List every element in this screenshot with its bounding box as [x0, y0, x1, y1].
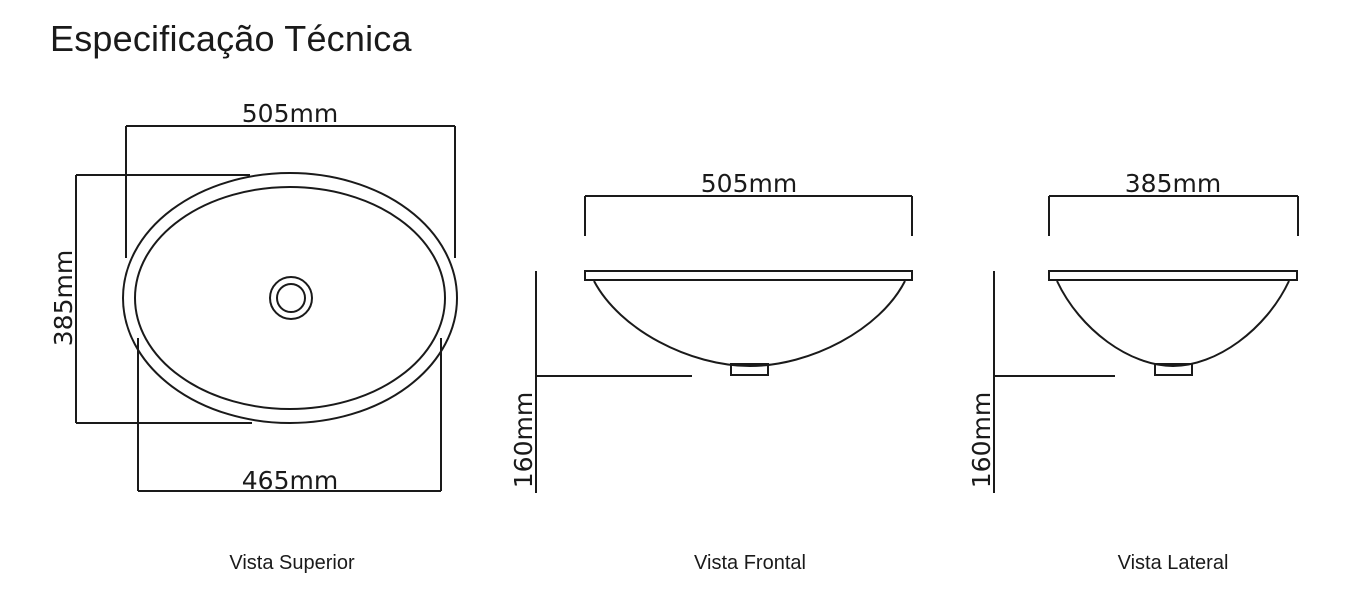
label-side-height: 160mm — [967, 392, 996, 488]
basin-outer-rim — [122, 172, 458, 424]
basin-bowl-front — [593, 280, 906, 368]
basin-inner-rim — [134, 186, 446, 410]
label-front-length: 505mm — [701, 169, 797, 198]
label-top-length: 505mm — [242, 99, 338, 128]
drain-inner — [276, 283, 306, 313]
basin-rim-front — [584, 270, 913, 281]
drain-front — [730, 363, 769, 376]
label-front-height: 160mm — [509, 392, 538, 488]
drain-side — [1154, 363, 1193, 376]
top-view — [75, 125, 458, 492]
basin-rim-side — [1048, 270, 1298, 281]
caption-top-view: Vista Superior — [229, 552, 355, 574]
caption-side-view: Vista Lateral — [1117, 552, 1229, 574]
page-title: Especificação Técnica — [50, 18, 412, 59]
side-view — [993, 195, 1299, 493]
label-inner-length: 465mm — [242, 466, 338, 495]
front-view — [535, 195, 913, 493]
label-side-width: 385mm — [1125, 169, 1221, 198]
drain-outer — [269, 276, 313, 320]
label-top-width: 385mm — [49, 250, 78, 346]
caption-front-view: Vista Frontal — [694, 552, 806, 574]
basin-bowl-side — [1056, 280, 1290, 368]
